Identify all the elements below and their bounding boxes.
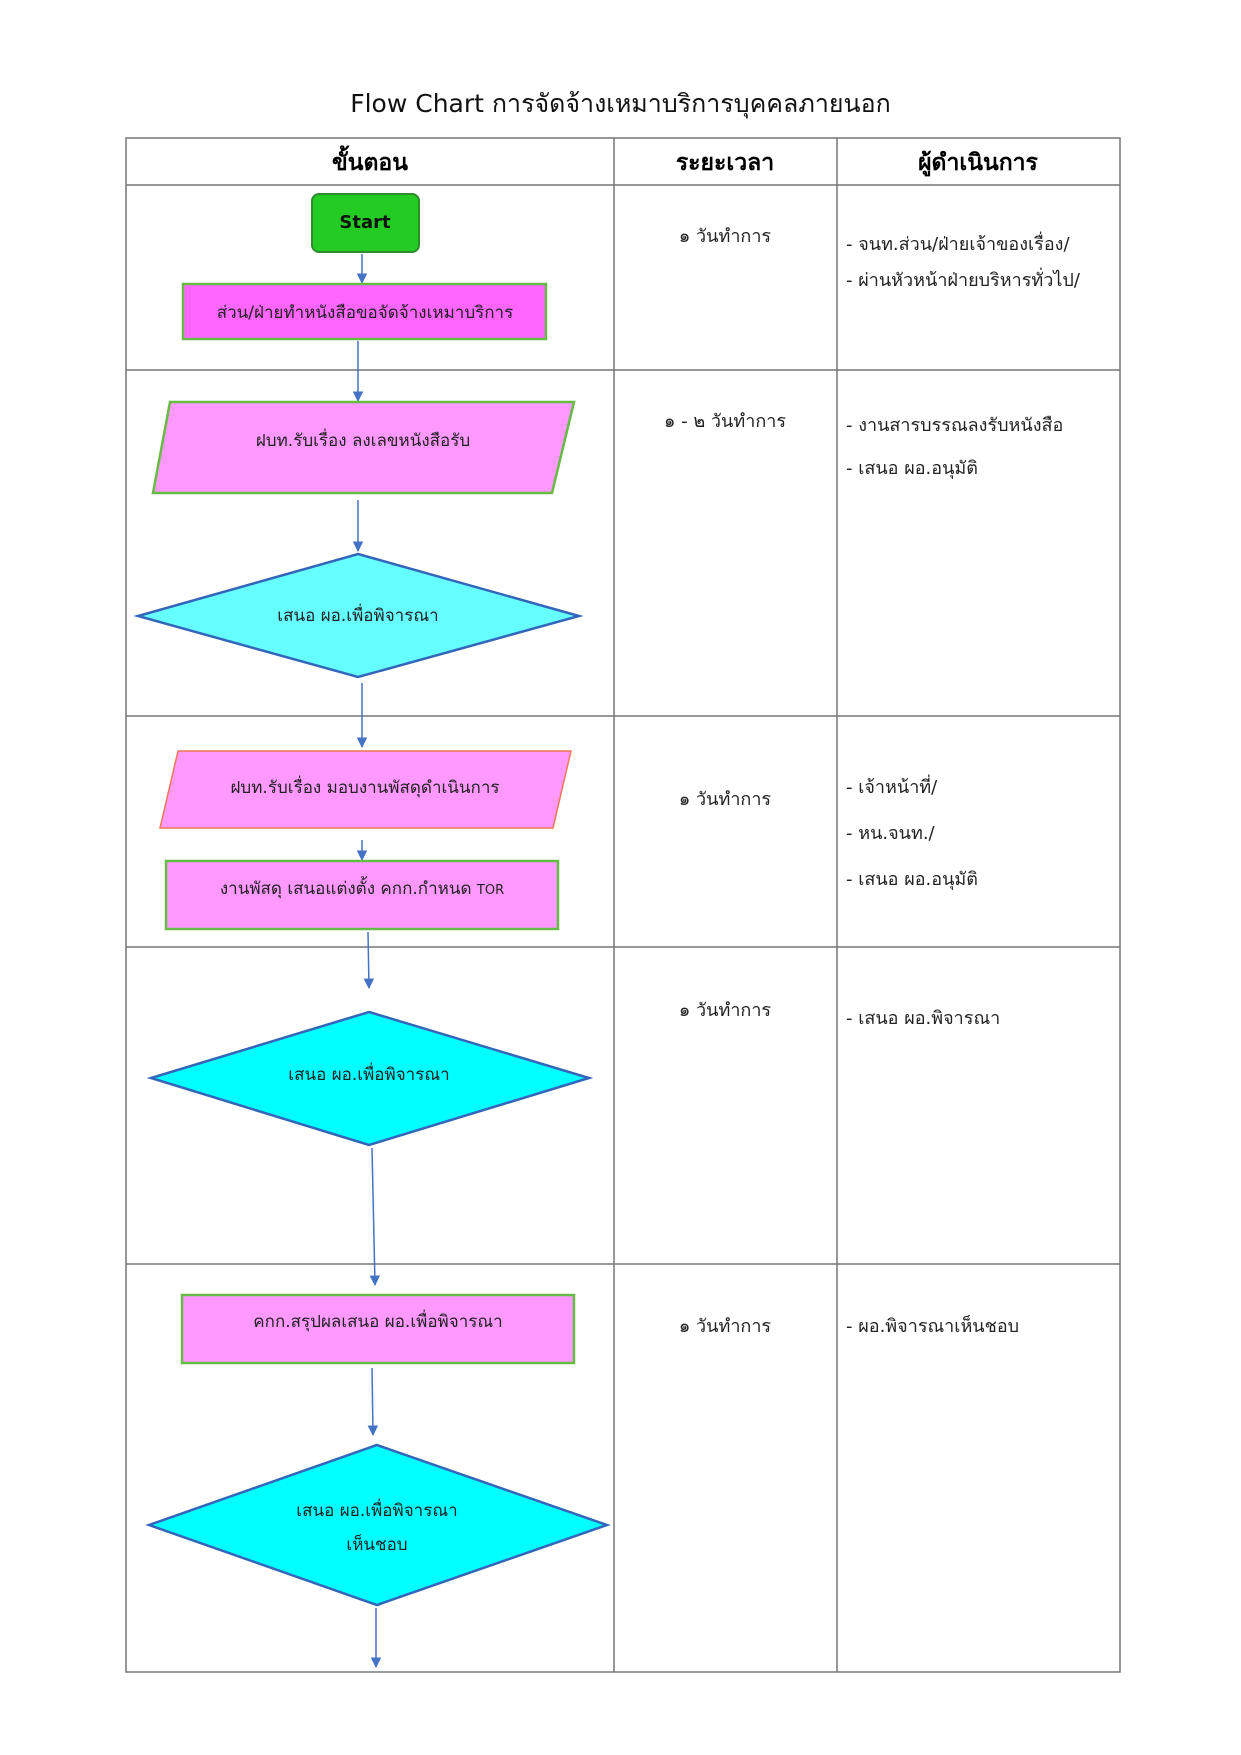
header-responsible: ผู้ดำเนินการ bbox=[918, 150, 1038, 177]
decision-director-review-1: เสนอ ผอ.เพื่อพิจารณา bbox=[133, 552, 584, 679]
responsible-row-3-b: - หน.จนท./ bbox=[846, 823, 936, 844]
decision-director-approval: เสนอ ผอ.เพื่อพิจารณา เห็นชอบ bbox=[145, 1443, 611, 1607]
page-title: Flow Chart การจัดจ้างเหมาบริการบุคคลภายน… bbox=[350, 89, 891, 118]
responsible-row-2-a: - งานสารบรรณลงรับหนังสือ bbox=[846, 415, 1063, 436]
duration-row-2: ๑ - ๒ วันทำการ bbox=[664, 411, 786, 432]
flow-arrow bbox=[367, 1367, 379, 1437]
start-node: Start bbox=[311, 193, 420, 253]
duration-row-1: ๑ วันทำการ bbox=[679, 226, 772, 247]
process-request-hire-label: ส่วน/ฝ่ายทำหนังสือขอจัดจ้างเหมาบริการ bbox=[217, 303, 514, 323]
responsible-row-1-a: - จนท.ส่วน/ฝ่ายเจ้าของเรื่อง/ bbox=[846, 231, 1070, 255]
decision-director-review-1-label: เสนอ ผอ.เพื่อพิจารณา bbox=[277, 603, 438, 626]
flow-arrow bbox=[369, 1147, 381, 1287]
responsible-row-3-a: - เจ้าหน้าที่/ bbox=[846, 774, 938, 798]
table-border bbox=[125, 137, 1121, 1673]
flow-arrow bbox=[363, 931, 375, 990]
io-assign-procurement: ฝบท.รับเรื่อง มอบงานพัสดุดำเนินการ bbox=[159, 750, 572, 829]
process-request-hire: ส่วน/ฝ่ายทำหนังสือขอจัดจ้างเหมาบริการ bbox=[181, 282, 548, 341]
table-grid bbox=[125, 137, 1121, 1673]
io-receive-document: ฝบท.รับเรื่อง ลงเลขหนังสือรับ bbox=[151, 400, 576, 495]
responsible-row-1-b: - ผ่านหัวหน้าฝ่ายบริหารทั่วไป/ bbox=[846, 267, 1081, 291]
duration-row-5: ๑ วันทำการ bbox=[679, 1316, 772, 1337]
header-step: ขั้นตอน bbox=[332, 145, 408, 176]
responsible-row-2-b: - เสนอ ผอ.อนุมัติ bbox=[846, 458, 978, 479]
decision-director-approval-line2: เห็นชอบ bbox=[346, 1533, 407, 1555]
decision-director-review-2-label: เสนอ ผอ.เพื่อพิจารณา bbox=[288, 1062, 449, 1085]
decision-director-approval-line1: เสนอ ผอ.เพื่อพิจารณา bbox=[296, 1498, 457, 1521]
process-appoint-committee: งานพัสดุ เสนอแต่งตั้ง คกก.กำหนด TOR bbox=[164, 859, 560, 931]
start-label: Start bbox=[339, 212, 391, 233]
io-receive-document-label: ฝบท.รับเรื่อง ลงเลขหนังสือรับ bbox=[256, 428, 470, 451]
duration-row-4: ๑ วันทำการ bbox=[679, 1000, 772, 1021]
header-duration: ระยะเวลา bbox=[676, 150, 774, 176]
duration-row-3: ๑ วันทำการ bbox=[679, 789, 772, 810]
decision-director-review-2: เสนอ ผอ.เพื่อพิจารณา bbox=[146, 1010, 594, 1147]
process-committee-summary-label: คกก.สรุปผลเสนอ ผอ.เพื่อพิจารณา bbox=[253, 1309, 502, 1332]
responsible-row-4-a: - เสนอ ผอ.พิจารณา bbox=[846, 1008, 1000, 1029]
responsible-row-5-a: - ผอ.พิจารณาเห็นชอบ bbox=[846, 1314, 1019, 1337]
process-appoint-committee-label: งานพัสดุ เสนอแต่งตั้ง คกก.กำหนด TOR bbox=[220, 876, 504, 899]
process-committee-summary: คกก.สรุปผลเสนอ ผอ.เพื่อพิจารณา bbox=[180, 1293, 576, 1365]
responsible-row-3-c: - เสนอ ผอ.อนุมัติ bbox=[846, 869, 978, 890]
io-assign-procurement-label: ฝบท.รับเรื่อง มอบงานพัสดุดำเนินการ bbox=[230, 775, 499, 798]
